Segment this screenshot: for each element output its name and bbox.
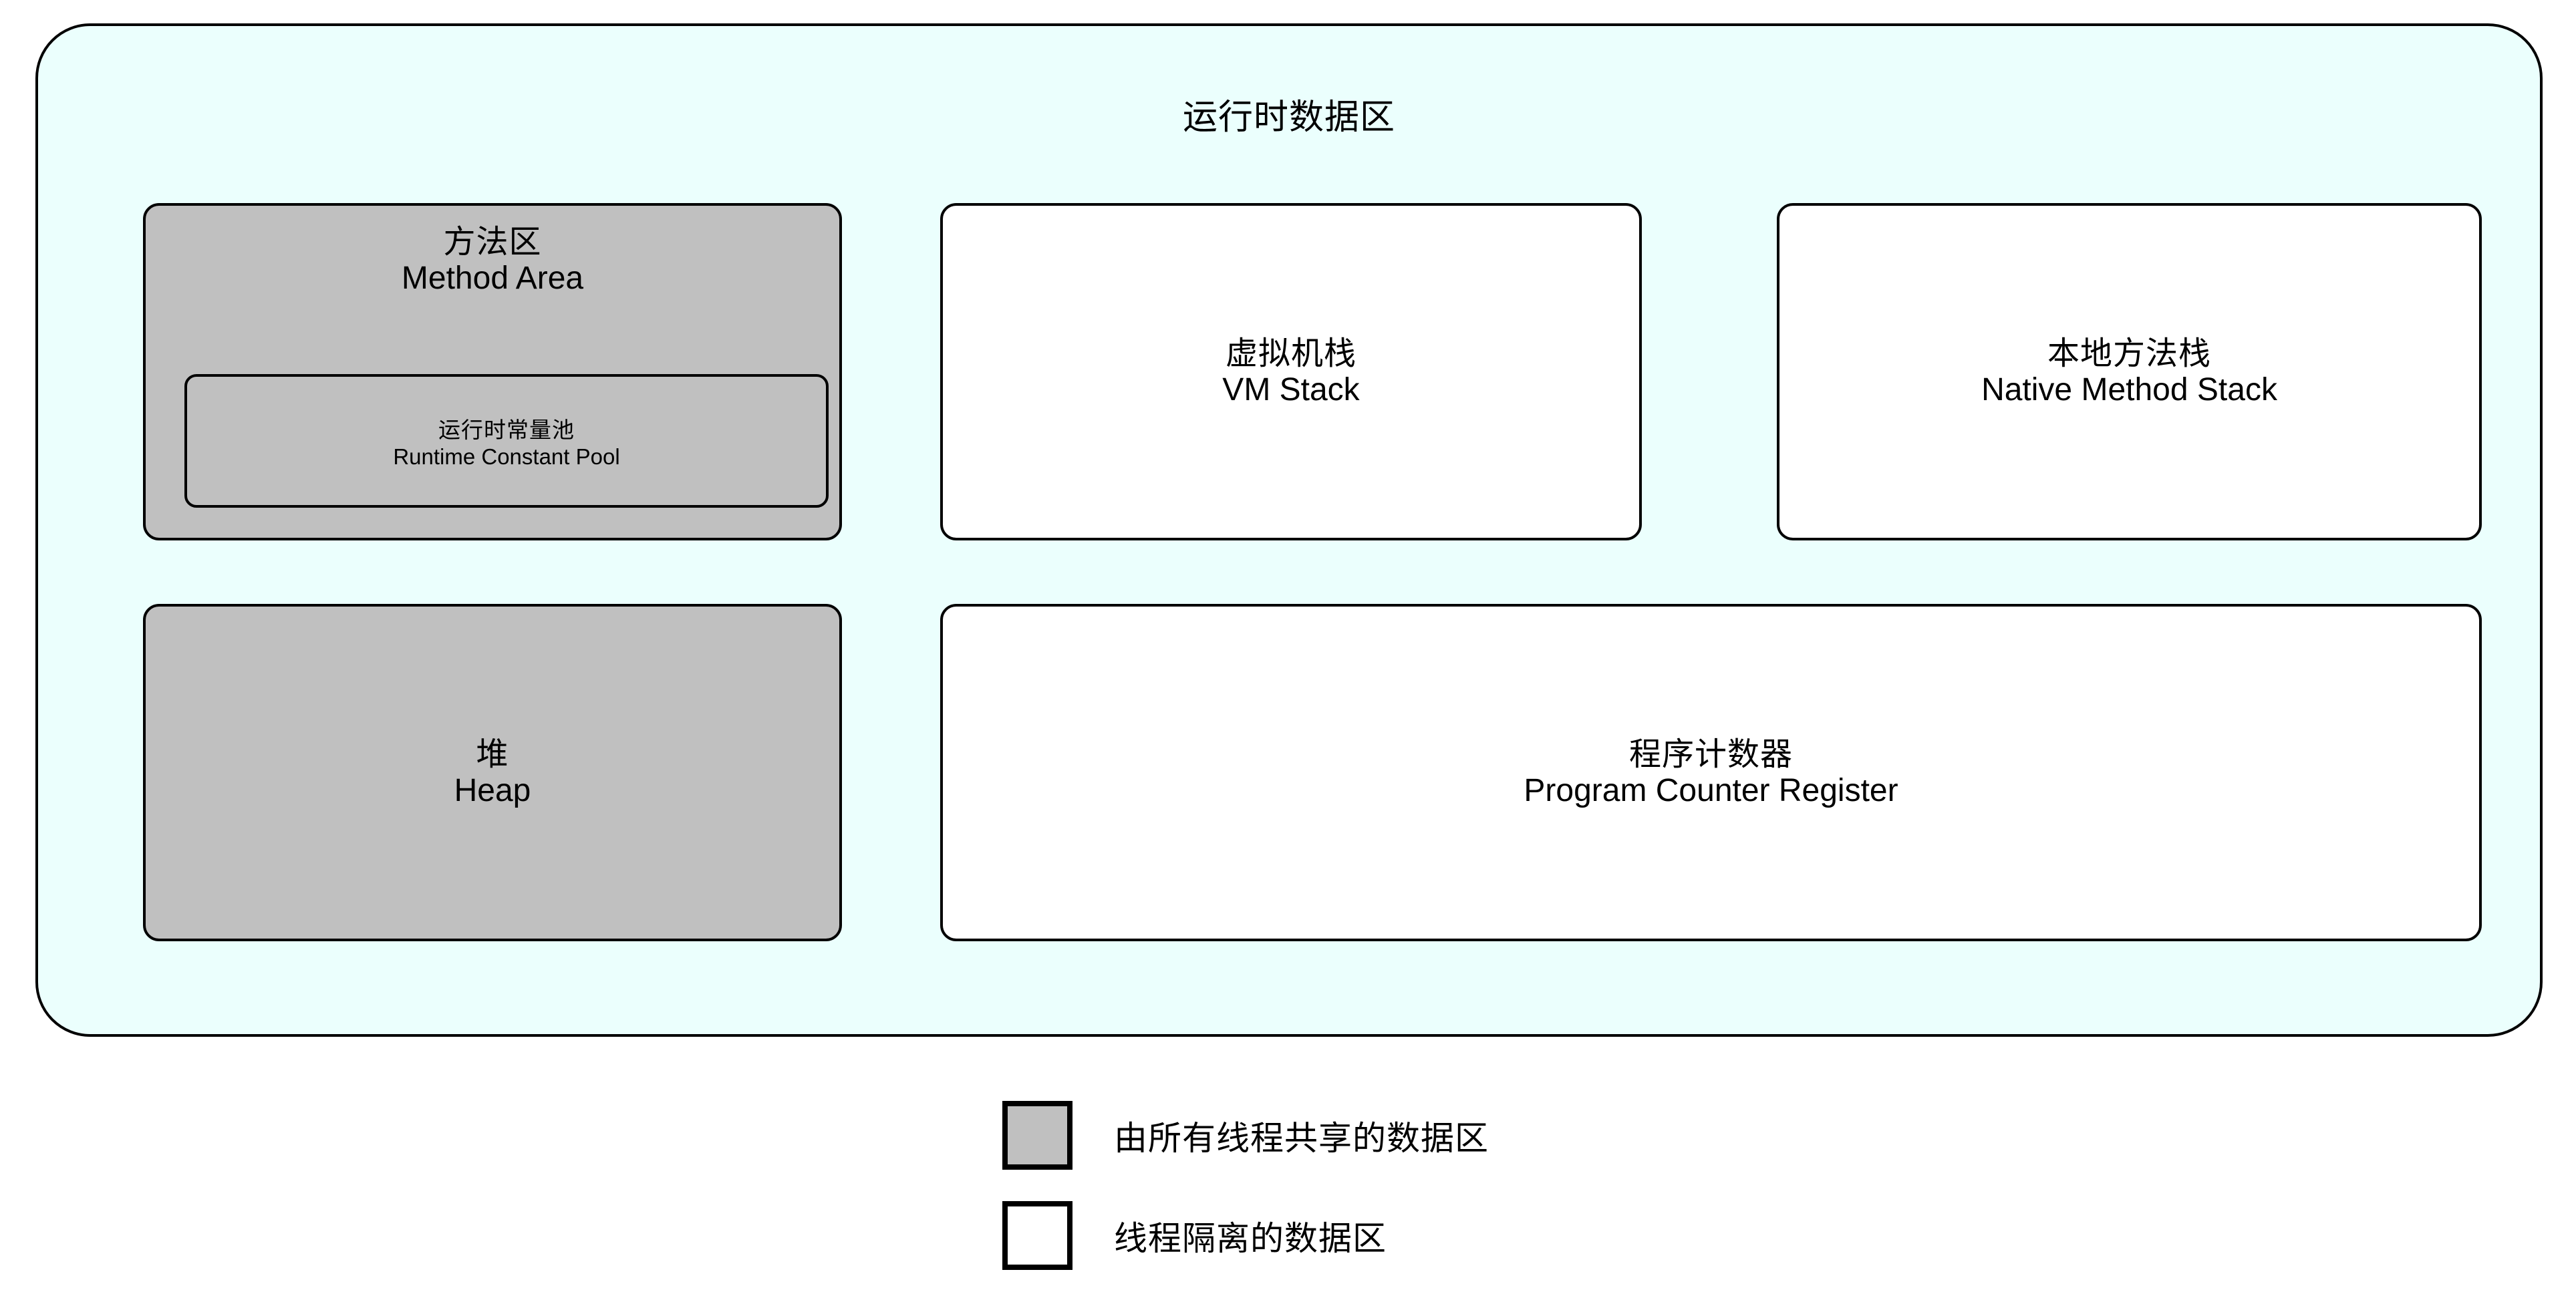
vm-stack-label-cn: 虚拟机栈 [1225,335,1356,371]
heap-labels: 堆 Heap [454,737,531,809]
runtime-data-area-title: 运行时数据区 [1182,98,1395,137]
runtime-constant-pool-label-en: Runtime Constant Pool [393,444,620,469]
legend-swatch-shared-icon [1002,1101,1072,1170]
program-counter-register-label-en: Program Counter Register [1524,772,1898,808]
native-method-stack-label-en: Native Method Stack [1981,371,2277,407]
heap-label-en: Heap [454,772,531,808]
native-method-stack-labels: 本地方法栈 Native Method Stack [1981,336,2277,408]
region-method-area: 方法区 Method Area 运行时常量池 Runtime Constant … [143,203,842,540]
region-vm-stack: 虚拟机栈 VM Stack [940,203,1642,540]
legend-item-shared: 由所有线程共享的数据区 [1002,1101,1489,1170]
vm-stack-labels: 虚拟机栈 VM Stack [1222,336,1359,408]
region-heap: 堆 Heap [143,604,842,941]
legend-item-isolated: 线程隔离的数据区 [1002,1201,1387,1270]
runtime-constant-pool-label-cn: 运行时常量池 [438,418,575,442]
legend-label-shared: 由所有线程共享的数据区 [1114,1119,1489,1157]
program-counter-register-label-cn: 程序计数器 [1628,736,1793,772]
legend-swatch-isolated-icon [1002,1201,1072,1270]
heap-label-cn: 堆 [476,736,509,772]
method-area-labels: 方法区 Method Area [402,224,583,297]
native-method-stack-label-cn: 本地方法栈 [2047,335,2211,371]
method-area-label-en: Method Area [401,260,584,296]
method-area-label-cn: 方法区 [443,224,542,260]
program-counter-register-labels: 程序计数器 Program Counter Register [1524,737,1898,809]
runtime-data-area-container: 运行时数据区 方法区 Method Area 运行时常量池 Runtime Co… [35,23,2543,1037]
legend-label-isolated: 线程隔离的数据区 [1114,1219,1387,1257]
region-program-counter-register: 程序计数器 Program Counter Register [940,604,2482,941]
region-runtime-constant-pool: 运行时常量池 Runtime Constant Pool [184,374,829,508]
vm-stack-label-en: VM Stack [1222,371,1360,407]
legend: 由所有线程共享的数据区 线程隔离的数据区 [1002,1101,1804,1281]
region-native-method-stack: 本地方法栈 Native Method Stack [1777,203,2482,540]
